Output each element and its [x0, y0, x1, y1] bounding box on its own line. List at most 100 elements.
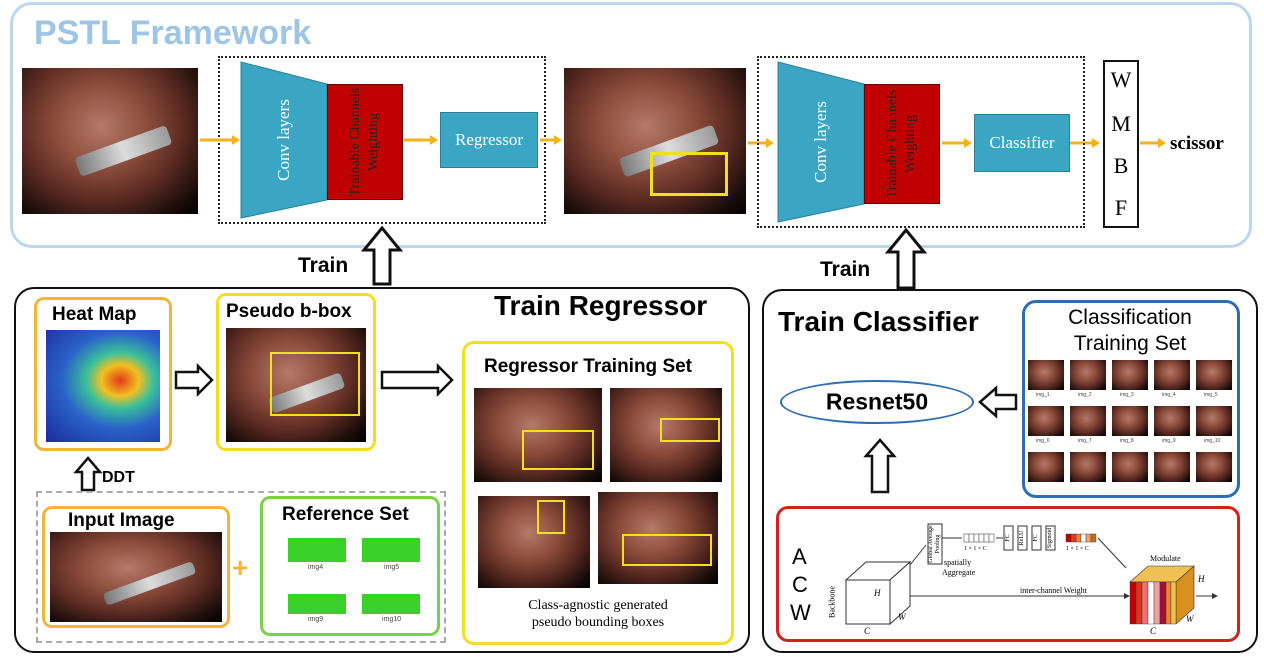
- classification-thumbnail-label: img_3: [1120, 392, 1134, 398]
- input-surgical-image: [22, 68, 198, 214]
- train-up-arrow-left: [360, 225, 404, 286]
- ref-thumb-4: [362, 594, 420, 614]
- c-label-mod: C: [1150, 626, 1157, 636]
- classification-thumbnail: [1070, 406, 1106, 436]
- input-image-label: Input Image: [68, 510, 175, 531]
- regressor-training-set-title: Regressor Training Set: [484, 356, 693, 377]
- sigmoid-label: Sigmoid: [1047, 527, 1053, 549]
- training-caption-2: pseudo bounding boxes: [531, 615, 665, 630]
- classification-set-title-1: Classification: [1068, 306, 1192, 329]
- ref-thumb-2: [362, 538, 420, 562]
- wmbf-f: F: [1114, 195, 1128, 220]
- plus-sign: +: [232, 552, 249, 583]
- train-up-arrow-right: [884, 227, 928, 290]
- classifier-box: [974, 114, 1070, 172]
- classification-thumbnail-label: img_6: [1036, 438, 1050, 444]
- training-bbox-3: [537, 500, 565, 534]
- ref-label-4: img10: [382, 616, 402, 623]
- fc-label-1: FC: [1005, 534, 1011, 542]
- w-label-cube: W: [898, 612, 906, 622]
- channel-weighting-box-1: [327, 84, 403, 200]
- classifier-label: Classifier: [989, 133, 1055, 152]
- classification-thumbnail: [1196, 406, 1232, 436]
- classification-thumbnail-label: img_7: [1078, 438, 1092, 444]
- regressor-box: [440, 112, 538, 168]
- training-bbox-1: [522, 430, 594, 470]
- classification-thumbnail-label: img_9: [1162, 438, 1176, 444]
- acw-w: W: [790, 600, 811, 625]
- regressor-training-set-box: [462, 341, 734, 645]
- heat-map-image: [46, 330, 160, 442]
- input-image: [50, 532, 222, 622]
- input-image-box: [42, 506, 230, 628]
- classification-thumbnail-label: img_4: [1162, 392, 1176, 398]
- spatially-label: spatially: [944, 558, 972, 567]
- classification-thumbnail: [1154, 406, 1190, 436]
- wmbf-m: M: [1111, 111, 1131, 136]
- training-image-3: [478, 496, 590, 588]
- regressor-label: Regressor: [455, 130, 523, 149]
- wmbf-box: [1103, 60, 1139, 228]
- dim-label-2: 1 × 1 × C: [1066, 546, 1089, 552]
- modulate-label: Modulate: [1150, 554, 1181, 563]
- classification-thumbnail-label: img_1: [1036, 392, 1050, 398]
- conv-trapezoid-2: [777, 61, 865, 223]
- classification-thumbnail: [1154, 360, 1190, 390]
- train-label-left: Train: [298, 254, 349, 277]
- pseudo-bbox-box: [216, 293, 376, 451]
- fc-label-2: FC: [1033, 534, 1039, 542]
- classification-thumbnail: [1112, 452, 1148, 482]
- classification-set-box: [1022, 300, 1240, 498]
- input-set-dashed-box: [36, 491, 446, 643]
- resnet-label: Resnet50: [825, 388, 929, 415]
- ref-label-3: img9: [308, 616, 324, 623]
- classification-thumbnail-label: img_2: [1078, 392, 1092, 398]
- pstl-framework-panel: [10, 2, 1252, 248]
- training-bbox-2: [660, 418, 720, 442]
- classification-thumbnail-label: img_10: [1204, 438, 1221, 444]
- classification-thumbnail: [1196, 452, 1232, 482]
- backbone-label: Backbone: [827, 586, 837, 618]
- classification-thumbnail-label: img_5: [1204, 392, 1218, 398]
- training-image-4: [598, 492, 718, 584]
- train-classifier-panel: [762, 289, 1258, 653]
- train-regressor-panel: [14, 287, 750, 653]
- heat-map-box: [34, 297, 172, 451]
- w-label-mod: W: [1186, 614, 1194, 624]
- yellow-bbox-overlay: [650, 152, 728, 196]
- classification-thumbnail: [1112, 406, 1148, 436]
- classification-set-title-2: Training Set: [1073, 332, 1187, 355]
- classification-thumbnail: [1154, 452, 1190, 482]
- classification-thumbnail: [1070, 360, 1106, 390]
- acw-module-box: [776, 506, 1240, 642]
- training-image-2: [610, 388, 722, 482]
- ddt-label: DDT: [102, 469, 135, 486]
- aggregate-label: Aggregate: [942, 568, 976, 577]
- conv-trapezoid-1: [240, 61, 328, 219]
- pseudo-bbox-image: [226, 328, 366, 442]
- classification-thumbnail: [1070, 452, 1106, 482]
- h-label-cube: H: [874, 588, 881, 598]
- classification-thumbnail-label: img_8: [1120, 438, 1134, 444]
- reference-set-box: [260, 496, 440, 636]
- c-label-cube: C: [864, 626, 871, 636]
- global-pool-label: Global Average Pooling: [928, 525, 941, 563]
- inter-channel-label: inter-channel Weight: [1020, 586, 1087, 595]
- pseudo-bbox-overlay: [270, 352, 360, 416]
- classification-thumbnail: [1028, 360, 1064, 390]
- classification-thumbnail: [1028, 452, 1064, 482]
- classification-thumbnail: [1028, 406, 1064, 436]
- classifier-network-dotted-box: [757, 56, 1085, 228]
- ref-label-2: img5: [384, 564, 400, 571]
- channel-weighting-box-2: [864, 84, 940, 204]
- output-label: scissor: [1170, 133, 1224, 154]
- classification-thumbnail: [1112, 360, 1148, 390]
- ref-label-1: img4: [308, 564, 324, 571]
- resnet-ellipse: [780, 380, 974, 424]
- train-regressor-title: Train Regressor: [494, 290, 708, 321]
- heat-map-label: Heat Map: [52, 304, 137, 325]
